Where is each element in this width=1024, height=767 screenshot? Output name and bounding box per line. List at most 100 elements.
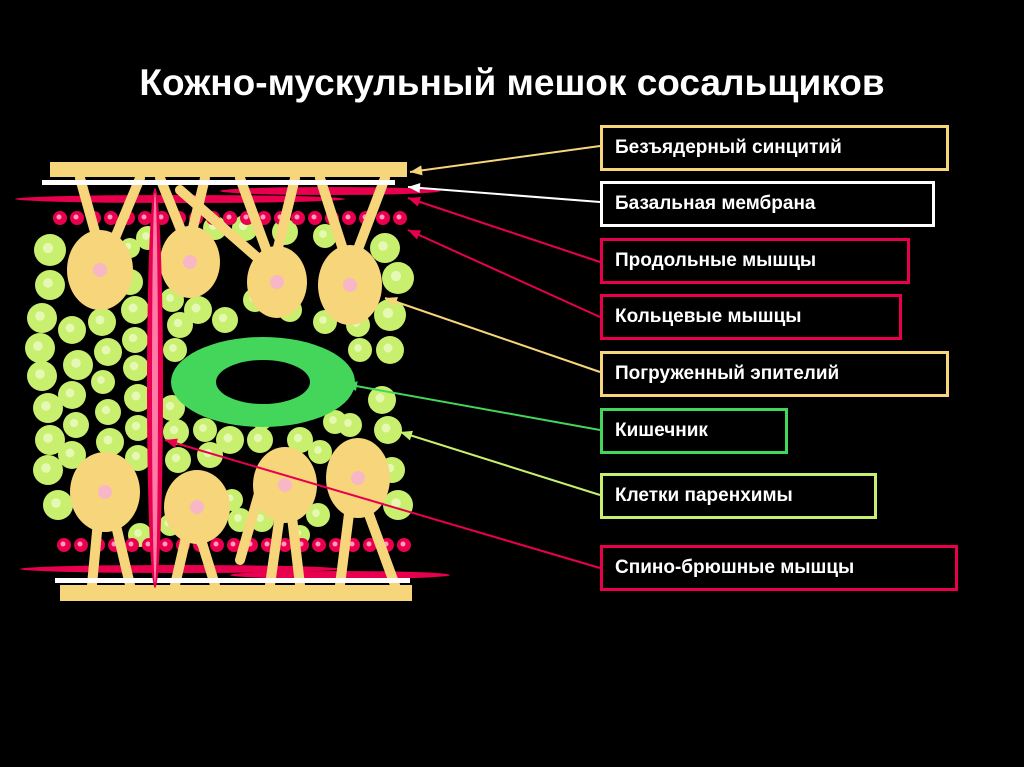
pointer-syncytium-arrowhead: [410, 165, 423, 175]
circular-muscle-core: [316, 542, 321, 547]
parenchyma-cell-nucleus: [66, 389, 75, 398]
parenchyma-cell-nucleus: [312, 509, 320, 517]
parenchyma-cell-nucleus: [391, 271, 401, 281]
label-parenchyma: Клетки паренхимы: [600, 473, 877, 519]
circular-muscle-core: [367, 542, 372, 547]
epithelial-cell-nucleus: [278, 478, 292, 492]
circular-muscle-core: [282, 542, 287, 547]
circular-muscle-core: [74, 215, 79, 220]
pointer-dorsoventral-muscles-arrowhead: [165, 439, 178, 449]
circular-muscle-core: [397, 215, 402, 220]
parenchyma-cell-nucleus: [97, 376, 105, 384]
parenchyma-cell-nucleus: [142, 232, 150, 240]
label-syncytium: Безъядерный синцитий: [600, 125, 949, 171]
epithelial-cell-nucleus: [190, 500, 204, 514]
parenchyma-cell-nucleus: [219, 314, 227, 322]
parenchyma-cell-nucleus: [104, 436, 113, 445]
circular-muscle-core: [346, 215, 351, 220]
parenchyma-cell-nucleus: [35, 369, 45, 379]
parenchyma-cell-nucleus: [354, 344, 362, 352]
parenchyma-cell-nucleus: [254, 434, 262, 442]
pointer-syncytium: [410, 146, 600, 172]
label-dorsoventral-muscles: Спино-брюшные мышцы: [600, 545, 958, 591]
parenchyma-cell-nucleus: [66, 324, 75, 333]
circular-muscle-core: [78, 542, 83, 547]
parenchyma-cell-nucleus: [70, 419, 78, 427]
epithelial-cell-nucleus: [270, 275, 284, 289]
parenchyma-cell-nucleus: [51, 498, 61, 508]
circular-muscle-core: [401, 542, 406, 547]
parenchyma-cell-nucleus: [224, 434, 233, 443]
syncytium-bottom: [60, 585, 412, 601]
parenchyma-cell-nucleus: [41, 463, 51, 473]
parenchyma-cell-nucleus: [132, 392, 141, 401]
epithelial-cell-nucleus: [351, 471, 365, 485]
circular-muscle-core: [57, 215, 62, 220]
parenchyma-cell-nucleus: [102, 406, 110, 414]
parenchyma-cell-nucleus: [234, 514, 242, 522]
parenchyma-cell-nucleus: [383, 308, 393, 318]
circular-muscle-core: [214, 542, 219, 547]
parenchyma-cell-nucleus: [329, 416, 337, 424]
pointer-longitudinal-muscles-arrowhead: [408, 197, 421, 206]
parenchyma-cell-nucleus: [66, 449, 75, 458]
parenchyma-cell-nucleus: [43, 433, 53, 443]
circular-muscle-core: [129, 542, 134, 547]
intestine-lumen: [216, 360, 310, 404]
circular-muscle-core: [265, 542, 270, 547]
circular-muscle-core: [244, 215, 249, 220]
parenchyma-cell-nucleus: [166, 402, 174, 410]
parenchyma-cell-nucleus: [129, 304, 138, 313]
circular-muscle-core: [61, 542, 66, 547]
syncytium-top: [50, 162, 407, 177]
parenchyma-cell-nucleus: [174, 319, 182, 327]
parenchyma-cell-nucleus: [130, 362, 138, 370]
epithelial-cell-nucleus: [98, 485, 112, 499]
basement-membrane-top: [42, 180, 395, 185]
circular-muscle-core: [163, 542, 168, 547]
pointer-parenchyma-arrowhead: [400, 431, 413, 441]
pointer-basement-membrane: [408, 187, 600, 202]
parenchyma-cell-nucleus: [129, 334, 137, 342]
parenchyma-cell-nucleus: [71, 358, 81, 368]
circular-muscles-top: [53, 211, 407, 225]
parenchyma-cell-nucleus: [192, 304, 201, 313]
circular-muscle-core: [108, 215, 113, 220]
parenchyma-cell-nucleus: [43, 243, 53, 253]
circular-muscle-core: [261, 215, 266, 220]
pointer-circular-muscles: [408, 230, 600, 317]
circular-muscle-core: [146, 542, 151, 547]
parenchyma-cell-nucleus: [319, 230, 327, 238]
circular-muscle-core: [380, 215, 385, 220]
epithelial-cell-nucleus: [93, 263, 107, 277]
parenchyma-cell-nucleus: [134, 529, 142, 537]
parenchyma-cell-nucleus: [35, 311, 45, 321]
circular-muscle-core: [312, 215, 317, 220]
circular-muscles-bottom: [57, 538, 411, 552]
circular-muscle-core: [142, 215, 147, 220]
epithelial-cell-nucleus: [183, 255, 197, 269]
label-intestine: Кишечник: [600, 408, 788, 454]
parenchyma-cell-nucleus: [376, 394, 385, 403]
parenchyma-cell-nucleus: [96, 316, 105, 325]
parenchyma-cell-nucleus: [102, 346, 111, 355]
parenchyma-cell-nucleus: [43, 278, 53, 288]
circular-muscle-core: [295, 215, 300, 220]
pointer-parenchyma: [400, 432, 600, 495]
parenchyma-cell-nucleus: [378, 241, 388, 251]
label-longitudinal-muscles: Продольные мышцы: [600, 238, 910, 284]
epithelial-cell-nucleus: [343, 278, 357, 292]
circular-muscle-core: [333, 542, 338, 547]
parenchyma-cell-nucleus: [169, 344, 177, 352]
parenchyma-cell-nucleus: [319, 316, 327, 324]
pointer-epithelium: [385, 298, 600, 372]
parenchyma-cell-nucleus: [199, 424, 207, 432]
parenchyma-cell-nucleus: [33, 341, 43, 351]
parenchyma-cell-nucleus: [170, 426, 178, 434]
basement-membrane-bottom: [55, 578, 410, 583]
parenchyma-cell-nucleus: [41, 401, 51, 411]
dorsoventral-muscle-core: [152, 193, 158, 583]
parenchyma-cell-nucleus: [294, 434, 302, 442]
parenchyma-cell-nucleus: [132, 422, 140, 430]
parenchyma-cell-nucleus: [314, 446, 322, 454]
